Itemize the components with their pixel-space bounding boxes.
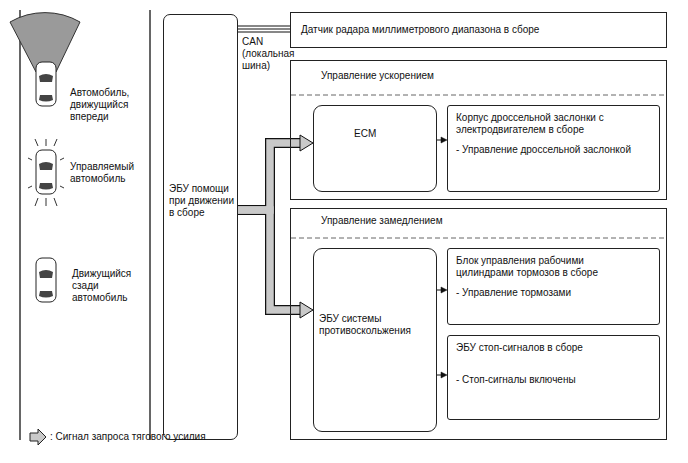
node-text: Корпус дроссельной заслонки с электродви… <box>456 112 606 136</box>
node-text: - Управление тормозами <box>456 287 656 299</box>
node-text: ЭБУ системы противоскольжения <box>319 313 435 337</box>
node-text: Датчик радара миллиметрового диапазона в… <box>301 24 661 36</box>
bus-label: CAN (локальная шина) <box>242 36 288 72</box>
node-text: Управление ускорением <box>321 70 621 82</box>
car-rear <box>36 258 56 302</box>
node-text: ЭБУ стоп-сигналов в сборе <box>456 342 656 354</box>
vehicle-label: Управляемый автомобиль <box>70 161 148 185</box>
connector <box>238 25 290 26</box>
car-front <box>36 62 56 106</box>
dashed-divider <box>291 95 666 96</box>
connector <box>238 210 301 310</box>
node-text: ЭБУ помощи при движении в сборе <box>169 183 237 219</box>
group-box: Управление ускорениемECM Корпус дроссельн… <box>290 60 667 200</box>
node-text: - Стоп-сигналы включены <box>456 374 656 386</box>
node-text: Блок управления рабочими цилиндрами торм… <box>456 255 616 279</box>
component-box: ЭБУ стоп-сигналов в сборе - Стоп-сигналы … <box>447 335 660 420</box>
legend-arrow-sample <box>30 429 46 445</box>
sensor-box: Датчик радара миллиметрового диапазона в… <box>290 12 667 48</box>
car-controlled <box>36 150 56 194</box>
legend-text: : Сигнал запроса тягового усилия <box>50 431 206 443</box>
ecu-box: ECM <box>313 105 437 192</box>
road-edge <box>149 10 151 440</box>
node-text: - Управление дроссельной заслонкой <box>456 144 656 156</box>
node-text: Управление замедлением <box>321 215 621 227</box>
connector <box>238 28 290 29</box>
connector <box>238 31 290 32</box>
connector <box>238 210 301 310</box>
dashed-divider <box>291 238 666 239</box>
group-box: Управление замедлениемЭБУ системы против… <box>290 208 667 440</box>
road-edge <box>19 10 21 440</box>
vehicle-label: Автомобиль, движущийся впереди <box>70 87 148 123</box>
connector <box>300 135 313 151</box>
component-box: Корпус дроссельной заслонки с электродви… <box>447 105 660 192</box>
vehicle-label: Движущийся сзади автомобиль <box>72 268 148 304</box>
node-text: ECM <box>354 128 434 140</box>
ecu-box: ЭБУ системы противоскольжения <box>313 248 437 432</box>
component-box: Блок управления рабочими цилиндрами торм… <box>447 248 660 325</box>
sensor-rays <box>28 139 64 206</box>
connector <box>300 302 313 318</box>
ecu-box: ЭБУ помощи при движении в сборе <box>163 14 238 440</box>
